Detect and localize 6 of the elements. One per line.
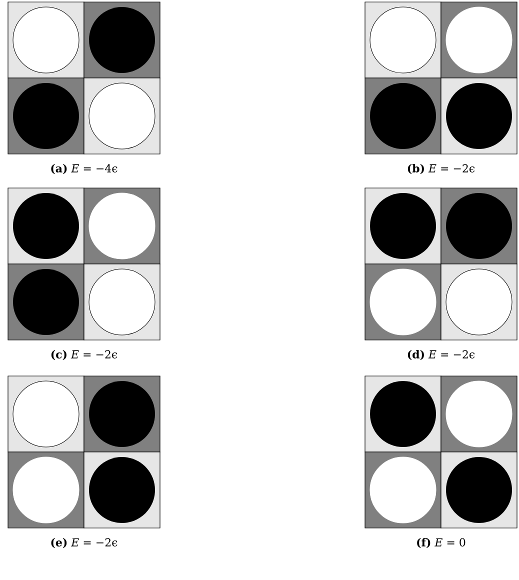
caption: (d) E = −2ϵ <box>408 350 475 360</box>
caption: (c) E = −2ϵ <box>51 350 118 360</box>
caption: (e) E = −2ϵ <box>51 538 118 548</box>
caption: (b) E = −2ϵ <box>408 164 475 174</box>
caption: (a) E = −4ϵ <box>51 164 118 174</box>
caption: (f) E = 0 <box>417 538 466 548</box>
